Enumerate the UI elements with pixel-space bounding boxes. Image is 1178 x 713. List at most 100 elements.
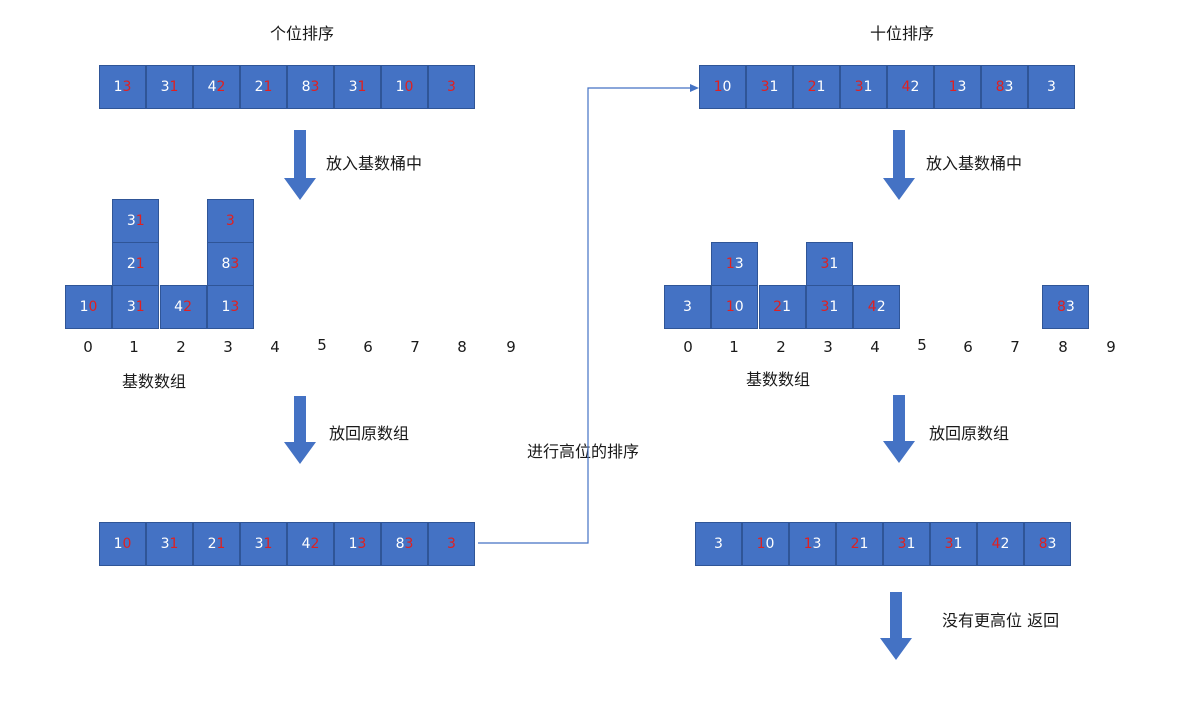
label-bucket-array-left: 基数数组 xyxy=(122,372,187,391)
digit-ones: 1 xyxy=(859,536,869,552)
digit-ones: 1 xyxy=(135,213,145,229)
number-cell: 3 xyxy=(695,522,742,566)
digit-ones: 1 xyxy=(135,256,145,272)
number-cell: 13 xyxy=(934,65,981,109)
digit-ones: 3 xyxy=(404,536,414,552)
digit-tens: 1 xyxy=(113,79,123,95)
number-cell: 31 xyxy=(146,65,193,109)
number-cell: 10 xyxy=(699,65,746,109)
title-ones-sort: 个位排序 xyxy=(270,24,335,43)
bucket-index: 2 xyxy=(776,338,786,356)
bucket-index: 9 xyxy=(1106,338,1116,356)
bucket-index: 3 xyxy=(223,338,233,356)
number-cell: 3 xyxy=(428,522,475,566)
bucket-index: 0 xyxy=(683,338,693,356)
digit-tens: 3 xyxy=(126,299,136,315)
number-cell: 31 xyxy=(240,522,287,566)
digit-tens: 4 xyxy=(901,79,911,95)
number-cell: 83 xyxy=(1042,285,1090,329)
digit-tens: 3 xyxy=(348,79,358,95)
digit-tens: 3 xyxy=(160,536,170,552)
number-cell: 3 xyxy=(664,285,711,329)
digit-ones: 1 xyxy=(135,299,145,315)
digit-ones: 2 xyxy=(910,79,920,95)
digit-ones: 0 xyxy=(765,536,775,552)
label-bucket-array-right: 基数数组 xyxy=(746,370,811,389)
bucket-index: 1 xyxy=(129,338,139,356)
digit-ones: 3 xyxy=(714,536,723,552)
digit-ones: 1 xyxy=(829,299,839,315)
digit-tens: 3 xyxy=(820,256,830,272)
number-cell: 10 xyxy=(711,285,759,329)
bucket-index: 4 xyxy=(270,338,280,356)
digit-tens: 1 xyxy=(803,536,813,552)
digit-tens: 1 xyxy=(725,299,735,315)
left-down-arrow-2 xyxy=(284,396,316,464)
number-cell: 42 xyxy=(159,285,207,329)
digit-tens: 1 xyxy=(725,256,735,272)
number-cell: 13 xyxy=(99,65,146,109)
number-cell: 42 xyxy=(193,65,240,109)
number-cell: 42 xyxy=(887,65,934,109)
digit-ones: 3 xyxy=(734,256,744,272)
digit-ones: 2 xyxy=(216,79,226,95)
digit-ones: 3 xyxy=(310,79,320,95)
digit-tens: 4 xyxy=(207,79,217,95)
digit-tens: 2 xyxy=(807,79,817,95)
digit-ones: 3 xyxy=(1065,299,1075,315)
number-cell: 31 xyxy=(146,522,193,566)
number-cell: 31 xyxy=(805,285,853,329)
bucket-index: 5 xyxy=(317,336,327,354)
digit-ones: 3 xyxy=(122,79,132,95)
bucket-index: 3 xyxy=(823,338,833,356)
digit-tens: 3 xyxy=(160,79,170,95)
digit-ones: 0 xyxy=(722,79,732,95)
digit-ones: 1 xyxy=(906,536,916,552)
bucket-index: 9 xyxy=(506,338,516,356)
digit-tens: 3 xyxy=(897,536,907,552)
digit-ones: 2 xyxy=(183,299,193,315)
digit-ones: 3 xyxy=(1004,79,1014,95)
digit-tens: 3 xyxy=(820,299,830,315)
digit-tens: 4 xyxy=(867,299,877,315)
number-cell: 3 xyxy=(206,199,254,243)
right-down-arrow-1 xyxy=(883,130,915,200)
number-cell: 13 xyxy=(334,522,381,566)
bucket-index: 2 xyxy=(176,338,186,356)
digit-tens: 8 xyxy=(1056,299,1066,315)
right-down-arrow-3 xyxy=(880,592,912,660)
digit-tens: 2 xyxy=(773,299,783,315)
number-cell: 42 xyxy=(853,285,901,329)
digit-ones: 3 xyxy=(447,536,456,552)
number-cell: 42 xyxy=(977,522,1024,566)
digit-ones: 3 xyxy=(230,256,240,272)
digit-ones: 1 xyxy=(782,299,792,315)
label-no-more-return: 没有更高位 返回 xyxy=(942,611,1060,630)
number-cell: 31 xyxy=(930,522,977,566)
number-cell: 21 xyxy=(793,65,840,109)
bucket-index: 8 xyxy=(457,338,467,356)
number-cell: 31 xyxy=(840,65,887,109)
digit-ones: 3 xyxy=(812,536,822,552)
number-cell: 13 xyxy=(206,285,254,329)
digit-ones: 2 xyxy=(1000,536,1010,552)
number-cell: 31 xyxy=(746,65,793,109)
digit-tens: 3 xyxy=(944,536,954,552)
digit-ones: 0 xyxy=(404,79,414,95)
digit-ones: 3 xyxy=(225,213,235,229)
digit-tens: 1 xyxy=(948,79,958,95)
digit-tens: 1 xyxy=(756,536,766,552)
label-put-in-buckets-right: 放入基数桶中 xyxy=(926,154,1023,173)
label-put-back-right: 放回原数组 xyxy=(929,424,1010,443)
digit-tens: 4 xyxy=(301,536,311,552)
number-cell: 10 xyxy=(381,65,428,109)
digit-tens: 4 xyxy=(991,536,1001,552)
right-down-arrow-2 xyxy=(883,395,915,463)
title-tens-sort: 十位排序 xyxy=(870,24,935,43)
bucket-index: 6 xyxy=(963,338,973,356)
bucket-index: 6 xyxy=(363,338,373,356)
bucket-index: 1 xyxy=(729,338,739,356)
